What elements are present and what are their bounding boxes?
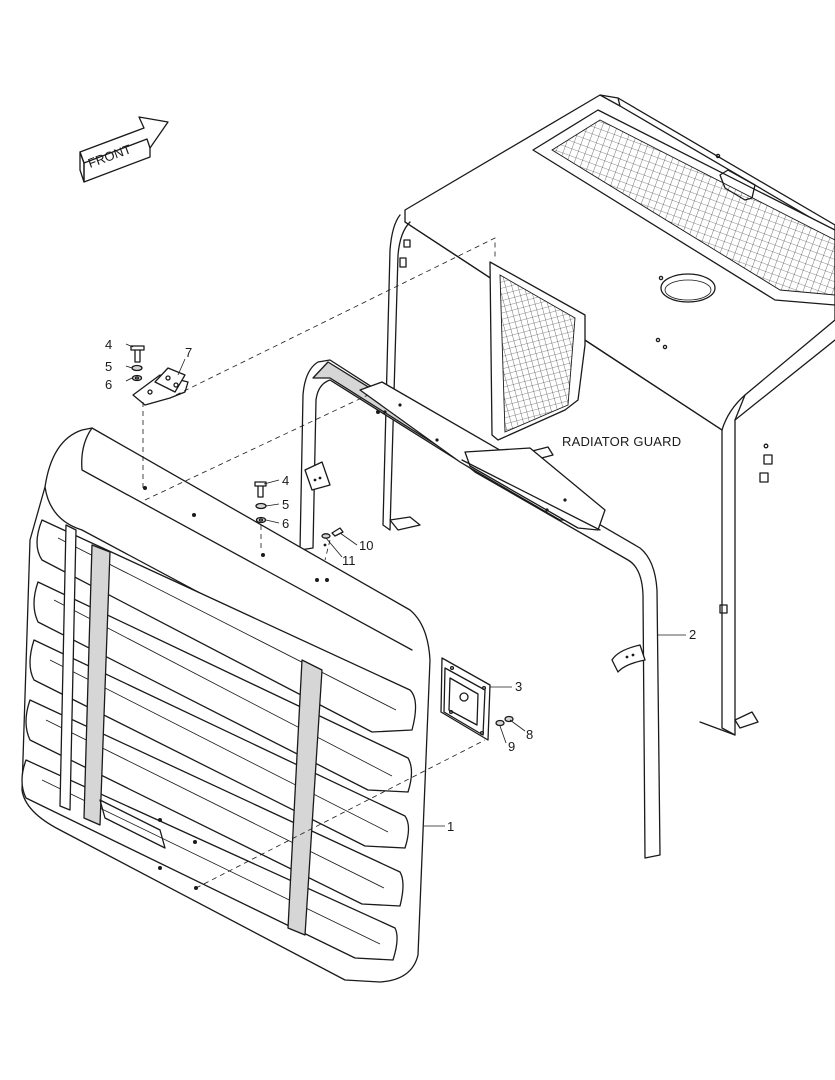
callout-lockwasher-right: 6 <box>282 516 289 531</box>
callout-washer-right: 5 <box>282 497 289 512</box>
callout-washer-left: 5 <box>105 359 112 374</box>
radiator-guard-housing <box>376 94 835 736</box>
callout-bolt-right: 4 <box>282 473 289 488</box>
assembly-leader-lines <box>142 237 496 889</box>
callout-nut: 8 <box>526 727 533 742</box>
callout-lockwasher-left: 6 <box>105 377 112 392</box>
callout-washer: 9 <box>508 739 515 754</box>
callout-leaders <box>125 343 686 827</box>
callout-latch-plate: 3 <box>515 679 522 694</box>
frame-fasteners <box>321 527 344 539</box>
callout-frame: 2 <box>689 627 696 642</box>
callout-grille: 1 <box>447 819 454 834</box>
callout-screw: 10 <box>359 538 373 553</box>
callout-numbers: 4 5 6 7 4 5 6 10 11 3 8 9 2 1 RADIATOR G… <box>105 337 696 834</box>
front-grille <box>21 427 431 983</box>
callout-hinge: 7 <box>185 345 192 360</box>
center-fasteners <box>254 481 267 524</box>
callout-bolt-left: 4 <box>105 337 112 352</box>
front-direction-arrow: FRONT <box>79 116 169 183</box>
radiator-guard-label: RADIATOR GUARD <box>562 434 681 449</box>
latch-plate <box>440 657 514 741</box>
grille-frame <box>299 359 661 859</box>
hinge-assembly <box>130 345 189 406</box>
callout-bracket-nut: 11 <box>342 553 356 568</box>
